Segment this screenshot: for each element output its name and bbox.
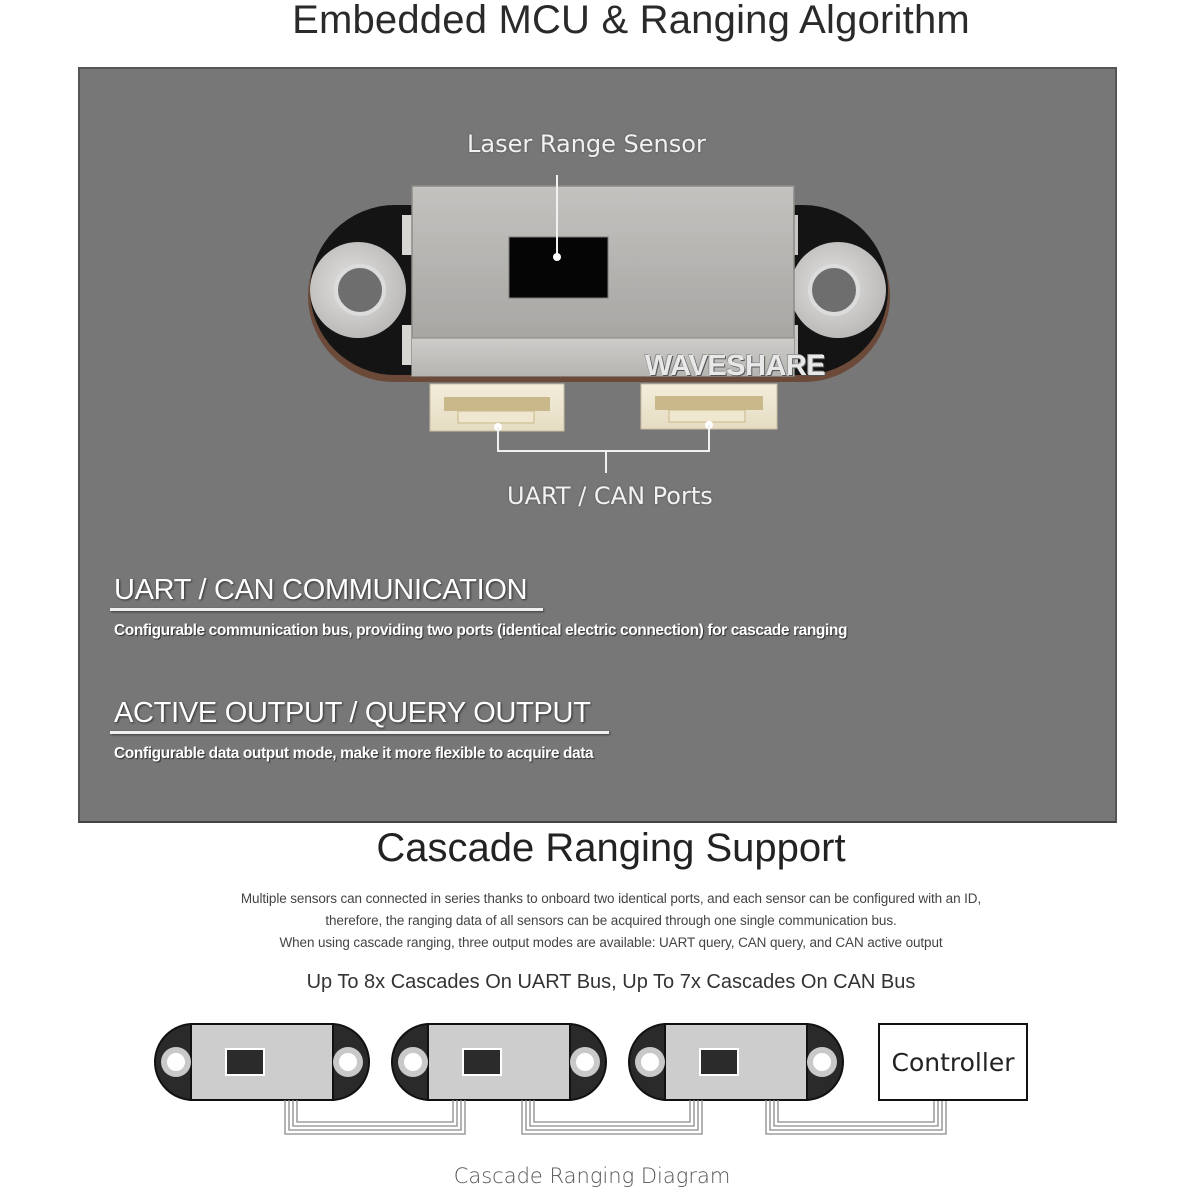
watermark-logo: WAVESHARE — [645, 350, 826, 382]
feature-desc-output: Configurable data output mode, make it m… — [114, 745, 594, 762]
page-title: Embedded MCU & Ranging Algorithm — [292, 0, 970, 42]
laser-range-sensor-illustration — [308, 175, 890, 432]
sensor-callout-label: Laser Range Sensor — [467, 130, 706, 158]
feature-desc-communication: Configurable communication bus, providin… — [114, 622, 848, 639]
controller-box: Controller — [878, 1023, 1028, 1101]
cascade-paragraph-line: When using cascade ranging, three output… — [279, 935, 943, 950]
ports-callout-connector — [494, 421, 713, 473]
section-title-cascade: Cascade Ranging Support — [376, 826, 846, 870]
cascade-paragraph-line: Multiple sensors can connected in series… — [240, 891, 982, 906]
cascade-sensor-3 — [628, 1023, 844, 1101]
diagram-caption: Cascade Ranging Diagram — [453, 1164, 731, 1188]
feature-underline — [110, 731, 609, 734]
feature-title-communication: UART / CAN COMMUNICATION — [114, 574, 528, 606]
cascade-paragraph-line: therefore, the ranging data of all senso… — [325, 913, 897, 928]
cascade-sensor-1 — [154, 1023, 370, 1101]
cascade-subheading: Up To 8x Cascades On UART Bus, Up To 7x … — [306, 971, 916, 993]
ports-callout-label: UART / CAN Ports — [507, 482, 713, 510]
feature-title-output: ACTIVE OUTPUT / QUERY OUTPUT — [114, 697, 591, 729]
cascade-sensor-2 — [391, 1023, 607, 1101]
feature-underline — [110, 608, 543, 611]
